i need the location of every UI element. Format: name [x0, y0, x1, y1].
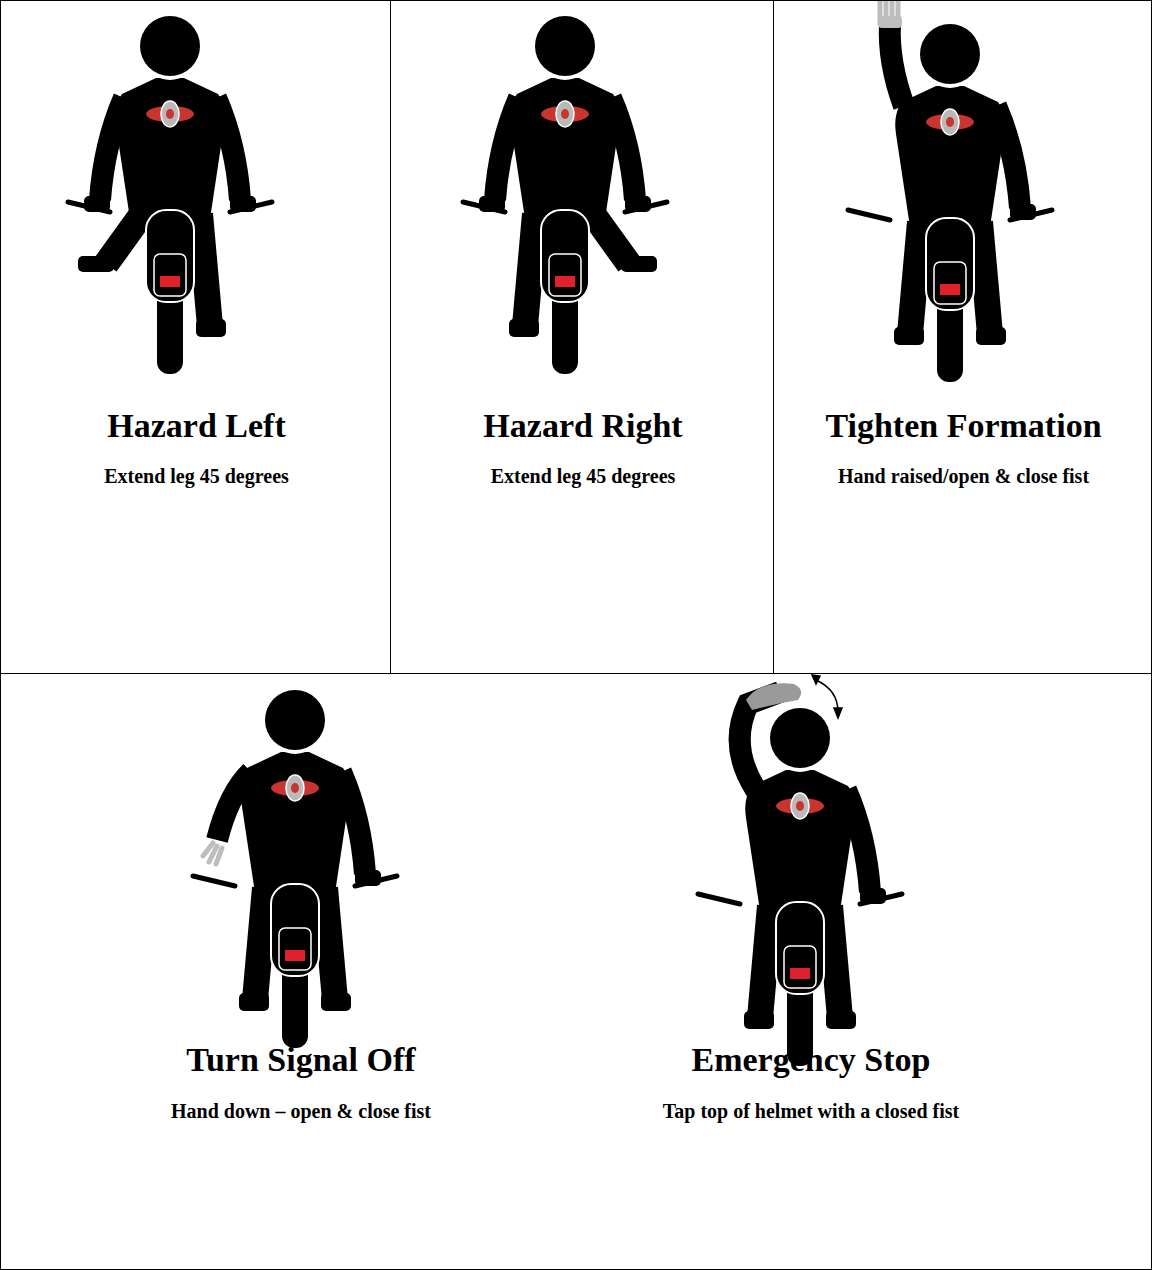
rider-hazard-left	[68, 16, 272, 374]
signal-description: Tap top of helmet with a closed fist	[561, 1099, 1061, 1123]
signal-cell: Hazard RightExtend leg 45 degrees	[390, 0, 774, 674]
rider-hazard-right	[463, 16, 667, 374]
signal-title: Hazard Right	[391, 406, 775, 446]
signal-cell: Hazard LeftExtend leg 45 degrees	[0, 0, 391, 674]
signal-cell: Turn Signal OffHand down – open & close …	[0, 673, 1152, 1270]
tap-motion-arrow	[812, 675, 842, 718]
signal-title: Turn Signal Off	[61, 1040, 541, 1080]
signal-cell: Tighten FormationHand raised/open & clos…	[773, 0, 1152, 674]
signal-description: Hand down – open & close fist	[61, 1099, 541, 1123]
rider-tighten-formation	[848, 0, 1052, 382]
rider-turn-signal-off	[193, 690, 397, 1048]
signal-title: Tighten Formation	[774, 406, 1152, 446]
rider-emergency-stop	[698, 683, 902, 1066]
signal-title: Emergency Stop	[561, 1040, 1061, 1080]
signal-description: Extend leg 45 degrees	[1, 464, 392, 488]
signal-title: Hazard Left	[1, 406, 392, 446]
signal-description: Extend leg 45 degrees	[391, 464, 775, 488]
signal-description: Hand raised/open & close fist	[774, 464, 1152, 488]
